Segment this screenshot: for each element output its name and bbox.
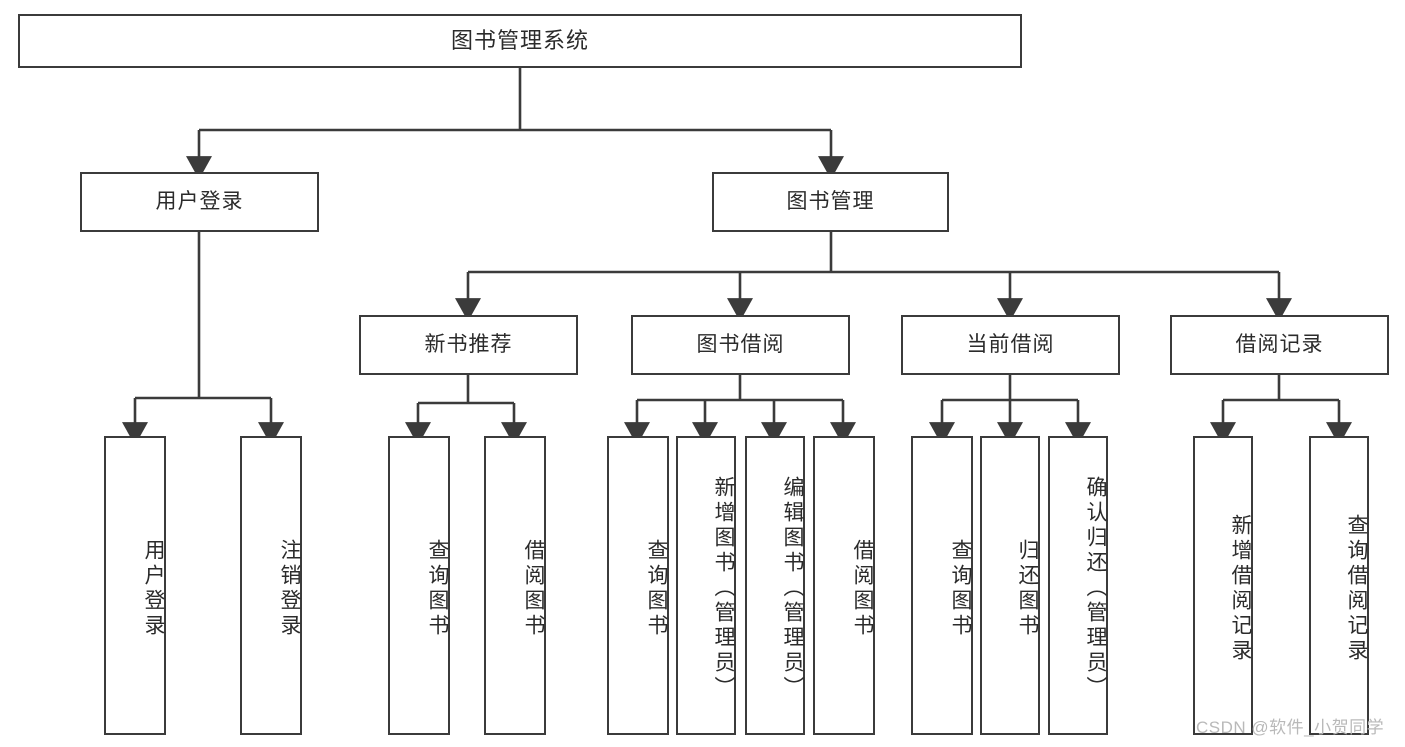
leaf-query-book-newbook[interactable]: 查询图书 — [388, 436, 450, 735]
node-label: 查询借阅记录 — [1345, 513, 1368, 664]
node-label: 当前借阅 — [966, 333, 1055, 357]
node-label: 用户登录 — [142, 538, 165, 639]
node-label: 借阅图书 — [522, 538, 545, 639]
node-book-borrow[interactable]: 图书借阅 — [631, 315, 850, 375]
node-new-book-recommend[interactable]: 新书推荐 — [359, 315, 578, 375]
node-label: 新书推荐 — [424, 333, 513, 357]
node-user-login[interactable]: 用户登录 — [80, 172, 319, 232]
node-label: 用户登录 — [155, 190, 244, 214]
leaf-add-borrow-record[interactable]: 新增借阅记录 — [1193, 436, 1253, 735]
node-label: 借阅记录 — [1235, 333, 1324, 357]
leaf-borrow-book[interactable]: 借阅图书 — [813, 436, 875, 735]
node-label: 查询图书 — [949, 538, 972, 639]
node-label: 图书管理系统 — [450, 27, 589, 53]
node-label: 编辑图书（管理员） — [781, 476, 804, 701]
node-label: 新增图书（管理员） — [712, 476, 735, 701]
node-current-borrow[interactable]: 当前借阅 — [901, 315, 1120, 375]
leaf-user-login[interactable]: 用户登录 — [104, 436, 166, 735]
node-borrow-record[interactable]: 借阅记录 — [1170, 315, 1389, 375]
leaf-return-book[interactable]: 归还图书 — [980, 436, 1040, 735]
node-label: 归还图书 — [1016, 538, 1039, 639]
leaf-edit-book-admin[interactable]: 编辑图书（管理员） — [745, 436, 805, 735]
node-label: 查询图书 — [645, 538, 668, 639]
node-label: 图书借阅 — [696, 333, 785, 357]
leaf-add-book-admin[interactable]: 新增图书（管理员） — [676, 436, 736, 735]
node-label: 新增借阅记录 — [1229, 513, 1252, 664]
leaf-logout[interactable]: 注销登录 — [240, 436, 302, 735]
leaf-borrow-book-newbook[interactable]: 借阅图书 — [484, 436, 546, 735]
node-book-management[interactable]: 图书管理 — [712, 172, 949, 232]
leaf-query-book-current[interactable]: 查询图书 — [911, 436, 973, 735]
leaf-confirm-return-admin[interactable]: 确认归还（管理员） — [1048, 436, 1108, 735]
node-label: 图书管理 — [786, 190, 875, 214]
leaf-query-book-borrow[interactable]: 查询图书 — [607, 436, 669, 735]
node-label: 借阅图书 — [851, 538, 874, 639]
csdn-watermark: CSDN @软件_小贺同学 — [1196, 718, 1385, 737]
leaf-query-borrow-record[interactable]: 查询借阅记录 — [1309, 436, 1369, 735]
node-label: 查询图书 — [426, 538, 449, 639]
node-root-system[interactable]: 图书管理系统 — [18, 14, 1022, 68]
node-label: 注销登录 — [278, 538, 301, 639]
node-label: 确认归还（管理员） — [1084, 476, 1107, 701]
